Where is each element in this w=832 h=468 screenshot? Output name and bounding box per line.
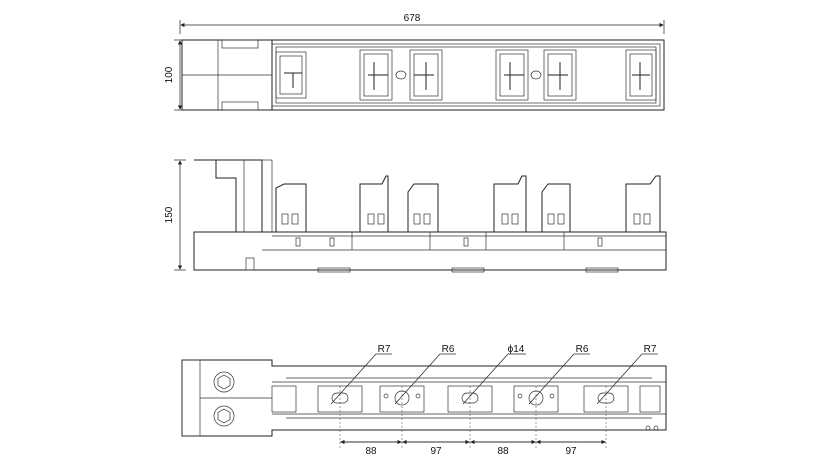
front-contact-2	[359, 175, 389, 232]
bottom-view: R7 R6 ϕ14 R6 R7 88 97 88 97	[181, 344, 667, 457]
top-contact-5	[543, 49, 577, 101]
diameter-label: ϕ14	[508, 344, 525, 355]
radius-label-5: R7	[644, 344, 657, 355]
top-contact-4	[495, 49, 529, 101]
top-link-2	[530, 70, 542, 80]
front-height-dimension-label: 150	[164, 206, 175, 223]
spacing-label-3: 88	[497, 446, 509, 457]
top-height-dimension-label: 100	[164, 66, 175, 83]
top-link-1	[395, 70, 407, 80]
front-contact-1	[275, 183, 307, 232]
spacing-label-4: 97	[565, 446, 577, 457]
front-contact-4	[493, 175, 527, 232]
top-contact-3	[409, 49, 443, 101]
spacing-label-1: 88	[365, 446, 377, 457]
front-contact-5	[541, 183, 571, 232]
front-contact-3	[407, 183, 439, 232]
hex-bolt-upper	[213, 371, 235, 393]
radius-label-2: R6	[442, 344, 455, 355]
width-dimension-label: 678	[404, 13, 421, 24]
hex-bolt-lower	[213, 405, 235, 427]
top-contact-2	[359, 49, 393, 101]
radius-label-4: R6	[576, 344, 589, 355]
top-contact-1	[275, 51, 307, 99]
front-contact-6	[625, 175, 661, 232]
front-view: 150	[164, 159, 667, 273]
spacing-label-2: 97	[430, 446, 442, 457]
top-contact-6	[625, 49, 657, 101]
radius-label-1: R7	[378, 344, 391, 355]
top-view: 678 100	[164, 13, 665, 111]
